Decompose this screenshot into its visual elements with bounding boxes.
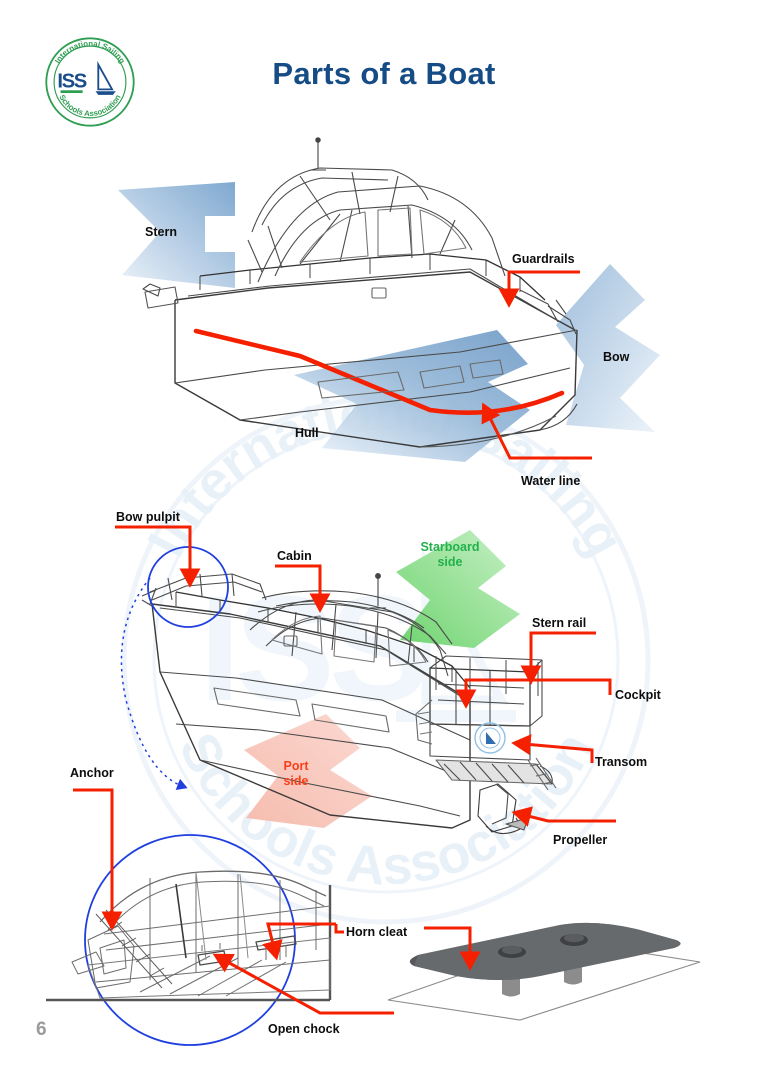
bow-direction-arrow — [556, 264, 660, 432]
propeller-leader — [511, 806, 616, 827]
label-transom: Transom — [595, 755, 648, 769]
horn-cleat-deck-leader — [262, 922, 344, 961]
svg-text:ISS: ISS — [57, 71, 86, 93]
horn-cleat-3d-render — [387, 922, 701, 1021]
label-starboard-side: Starboard side — [420, 540, 480, 569]
svg-text:ISS: ISS — [199, 564, 424, 732]
foredeck-detail-illustration — [71, 870, 331, 999]
label-bow: Bow — [603, 350, 630, 364]
callout-connector — [120, 577, 188, 790]
page-number: 6 — [36, 1019, 47, 1040]
label-cockpit: Cockpit — [615, 688, 661, 702]
water-line-leader — [481, 402, 592, 460]
label-horn-cleat: Horn cleat — [346, 925, 408, 939]
svg-text:Schools Association: Schools Association — [167, 724, 604, 897]
hull-direction-arrow — [294, 330, 530, 462]
issa-logo: International Sailing Schools Associatio… — [45, 37, 135, 127]
lower-boat-illustration — [141, 573, 557, 835]
cockpit-leader — [455, 678, 612, 709]
label-stern-rail: Stern rail — [532, 616, 587, 630]
bow-pulpit-leader — [115, 525, 201, 588]
issa-watermark: International Sailing Schools Associatio… — [121, 382, 651, 925]
label-open-chock: Open chock — [268, 1022, 340, 1036]
transom-leader — [511, 734, 594, 763]
horn-cleat-render-leader — [424, 926, 481, 971]
label-stern: Stern — [145, 225, 177, 239]
cabin-leader — [275, 564, 331, 613]
label-guardrails: Guardrails — [512, 252, 575, 266]
guardrails-leader — [498, 270, 580, 308]
label-bow-pulpit: Bow pulpit — [116, 510, 180, 524]
open-chock-leader — [212, 953, 394, 1015]
stern-rail-leader — [520, 631, 596, 685]
label-propeller: Propeller — [553, 833, 608, 847]
bow-pulpit-callout-circle — [147, 546, 229, 628]
label-water-line: Water line — [521, 474, 581, 488]
label-anchor: Anchor — [70, 766, 114, 780]
upper-boat-illustration — [142, 137, 578, 448]
label-cabin: Cabin — [277, 549, 312, 563]
label-hull: Hull — [295, 426, 319, 440]
label-port-side: Port side — [283, 759, 309, 788]
page-title: Parts of a Boat — [272, 56, 496, 91]
anchor-callout-circle — [84, 834, 296, 1046]
anchor-leader — [73, 788, 123, 931]
